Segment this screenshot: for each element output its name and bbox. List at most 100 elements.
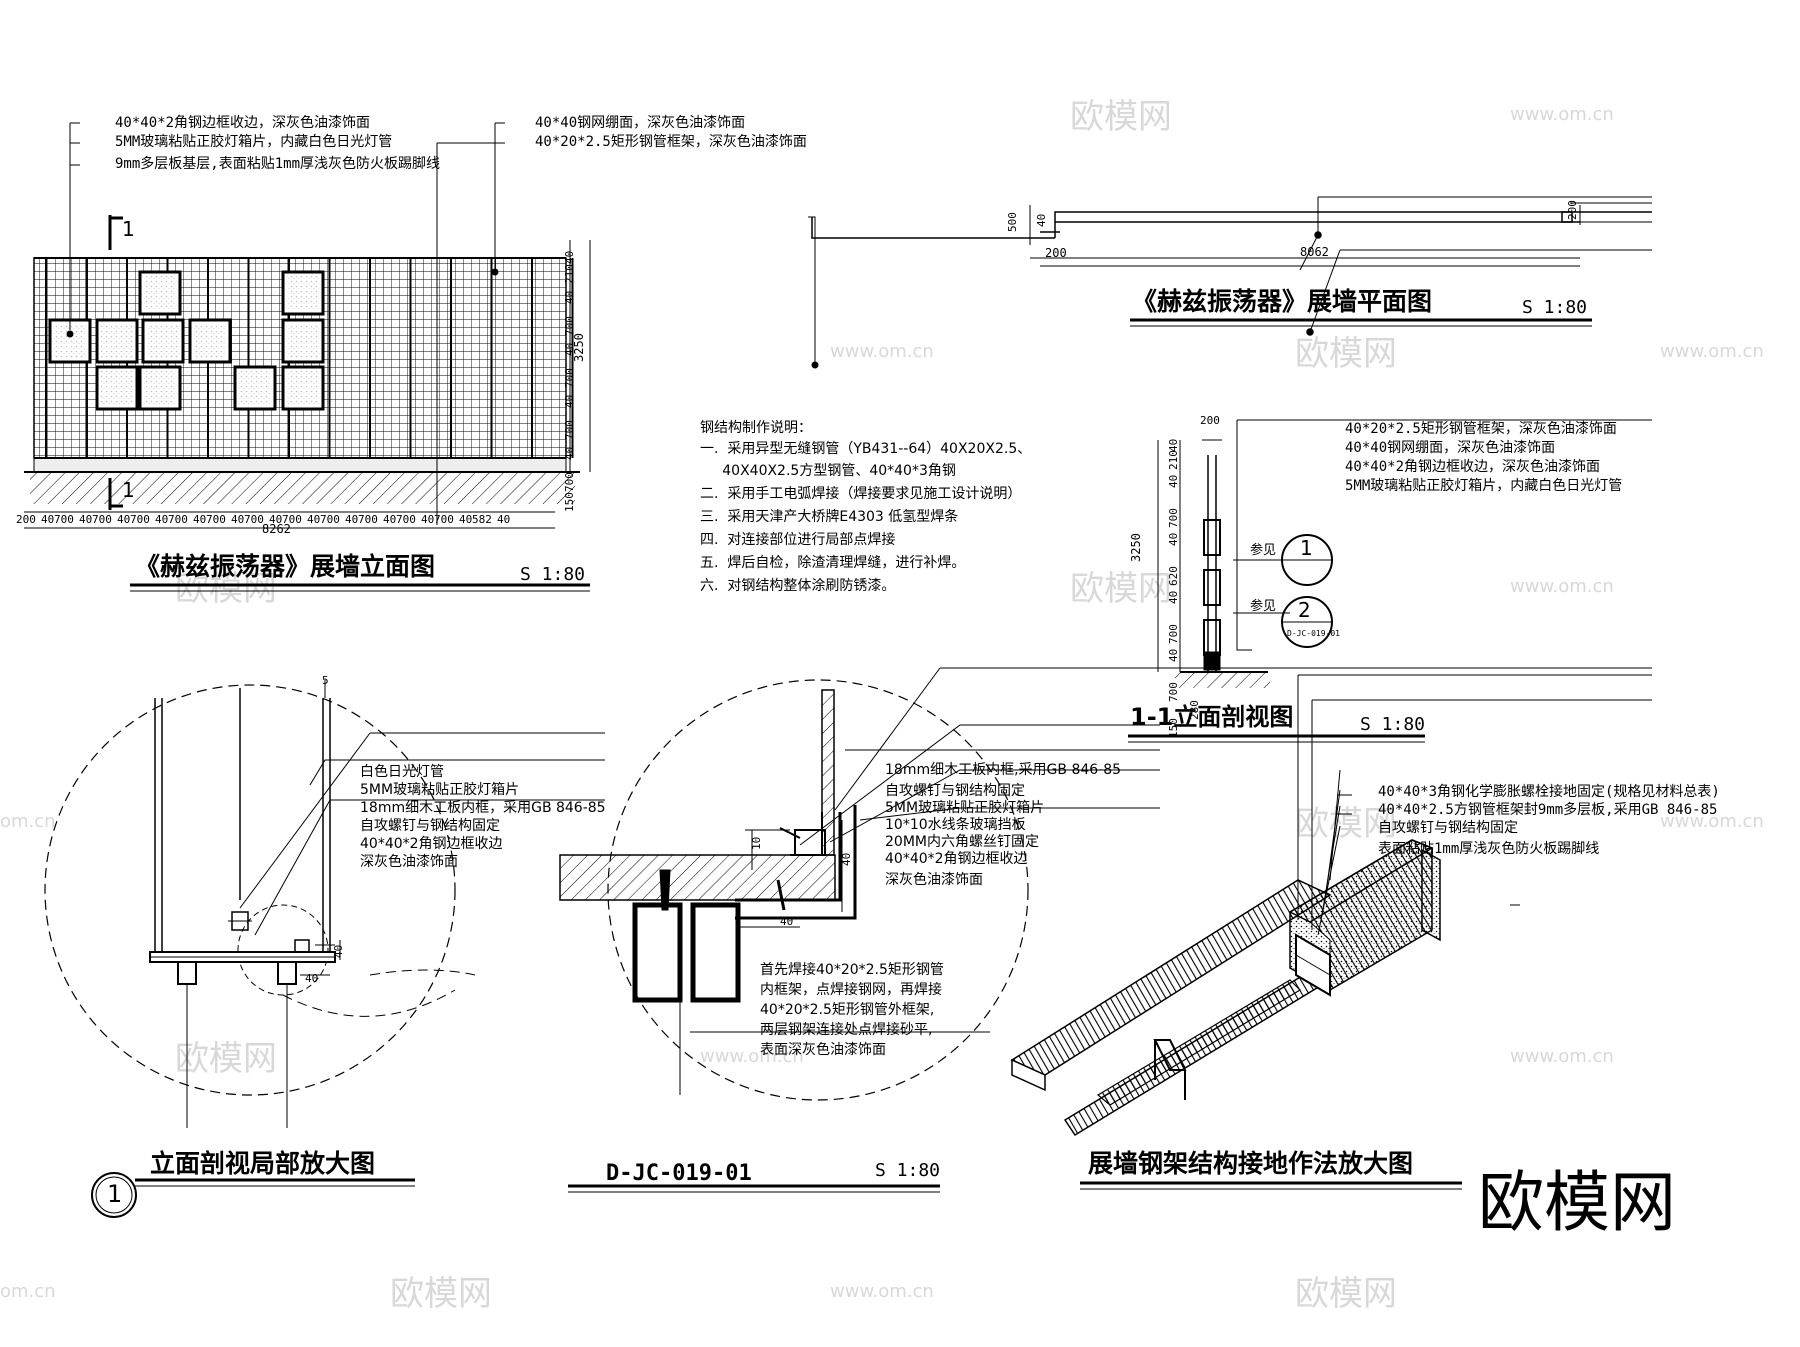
iso-title: 展墙钢架结构接地作法放大图 — [1088, 1149, 1413, 1178]
watermark-url: www.om.cn — [830, 1281, 934, 1302]
elevation-dim: 40 — [497, 513, 510, 526]
detail-note: 40*40*2角钢边框收边 — [885, 851, 1028, 867]
section-dim: 620 — [1167, 566, 1180, 586]
section-note: 40*40*2角钢边框收边，深灰色油漆饰面 — [1345, 458, 1600, 475]
elevation-dim: 700 — [434, 513, 454, 526]
elevation-note: 5MM玻璃粘贴正胶灯箱片，内藏白色日光灯管 — [115, 133, 392, 150]
detail-note: 深灰色油漆饰面 — [360, 853, 458, 870]
lightbox-fill — [287, 324, 319, 358]
detail-note: 内框架，点焊接钢网，再焊接 — [760, 981, 942, 998]
plan-labels: 500 40 200 8062 200 《赫兹振荡器》展墙平面图 S 1:80 — [1006, 200, 1587, 318]
elevation-dim: 40 — [563, 395, 576, 408]
lightbox-fill — [194, 324, 226, 358]
section-note: 40*40钢网绷面，深灰色油漆饰面 — [1345, 439, 1555, 456]
elevation-dim: 700 — [244, 513, 264, 526]
steel-note-line: 五. 焊后自检，除渣清理焊缝，进行补焊。 — [700, 555, 965, 571]
watermark-url: www.om.cn — [1510, 1046, 1614, 1067]
elevation-dim: 40 — [421, 513, 434, 526]
section-title: 1-1立面剖视图 — [1130, 703, 1293, 731]
lightbox-fill — [101, 371, 133, 405]
watermark-brand: 欧模网 — [1295, 1274, 1397, 1314]
detail-scale: S 1:80 — [875, 1160, 940, 1181]
detail-labels: 白色日光灯管 5MM玻璃粘贴正胶灯箱片 18mm细木工板内框，采用GB 846-… — [107, 674, 1121, 1208]
elevation-dim: 700 — [54, 513, 74, 526]
elevation-dim: 700 — [320, 513, 340, 526]
iso-labels: 40*40*3角钢化学膨胀螺栓接地固定(规格见材料总表) 40*40*2.5方钢… — [1088, 783, 1720, 1178]
iso-leaders — [1337, 794, 1352, 815]
lightbox-fill — [144, 371, 176, 405]
elevation-dim: 40 — [193, 513, 206, 526]
plan-title-underline — [1130, 318, 1592, 327]
lightbox-fill — [287, 276, 319, 310]
detail-note: 5MM玻璃粘贴正胶灯箱片 — [360, 781, 519, 798]
watermark-url: www.om.cn — [700, 1046, 804, 1067]
elevation-note: 9mm多层板基层,表面粘贴1mm厚浅灰色防火板踢脚线 — [115, 155, 440, 172]
steel-note-line: 二. 采用手工电弧焊接（焊接要求见施工设计说明） — [700, 485, 1021, 502]
detail-note: 自攻螺钉与钢结构固定 — [360, 818, 500, 834]
elevation-dim: 700 — [563, 420, 576, 440]
section-note: 5MM玻璃粘贴正胶灯箱片，内藏白色日光灯管 — [1345, 477, 1622, 494]
elevation-dim: 40 — [345, 513, 358, 526]
section-dim: 40 — [1167, 439, 1180, 452]
iso-note: 40*40*2.5方钢管框架封9mm多层板,采用GB 846-85 — [1378, 801, 1717, 818]
lightbox-fill — [101, 324, 133, 358]
elevation-dim: 700 — [282, 513, 302, 526]
elevation-note-right: 40*40钢网绷面，深灰色油漆饰面 — [535, 114, 745, 131]
watermark-url: www.om.cn — [1510, 104, 1614, 125]
elevation-title: 《赫兹振荡器》展墙立面图 — [135, 552, 435, 581]
section-dim: 40 — [1167, 475, 1180, 488]
elevation-dim: 150 — [563, 492, 576, 512]
detail-note: 深灰色油漆饰面 — [885, 871, 983, 888]
leader-lines — [808, 216, 819, 369]
detail-note: 首先焊接40*20*2.5矩形钢管 — [760, 961, 944, 978]
lightbox-fill — [144, 276, 176, 310]
plan-dim: 200 — [1045, 246, 1067, 260]
detail-dim: 40 — [332, 945, 345, 958]
watermark-url: www.om.cn — [830, 341, 934, 362]
section-ref-label: 参见 — [1250, 542, 1276, 558]
section-dim: 700 — [1167, 624, 1180, 644]
elevation-dim: 40 — [117, 513, 130, 526]
detail-note: 5MM玻璃粘贴正胶灯箱片 — [885, 799, 1044, 816]
steel-note-line: 六. 对钢结构整体涂刷防锈漆。 — [700, 578, 895, 594]
detail-note: 10*10水线条玻璃挡板 — [885, 816, 1026, 833]
elevation-dim: 700 — [130, 513, 150, 526]
section-height-dim: 3250 — [1129, 533, 1143, 562]
elevation-dim: 40 — [231, 513, 244, 526]
plan-dim: 200 — [1566, 200, 1579, 220]
elevation-dim: 700 — [563, 368, 576, 388]
section-dim: 150 — [1167, 718, 1180, 738]
section-drawing — [1157, 419, 1652, 688]
elevation-dim: 40 — [41, 513, 54, 526]
steel-note-line: 四. 对连接部位进行局部点焊接 — [700, 531, 895, 548]
watermark-url: www.om.cn — [1510, 576, 1614, 597]
section-mark: 1 — [122, 217, 135, 241]
elevation-dim: 700 — [206, 513, 226, 526]
section-dim: 40 — [1167, 649, 1180, 662]
section-labels: 40*20*2.5矩形钢管框架，深灰色油漆饰面 40*40钢网绷面，深灰色油漆饰… — [1129, 420, 1622, 735]
elevation-scale: S 1:80 — [520, 564, 585, 585]
steel-note-line: 40X40X2.5方型钢管、40*40*3角钢 — [700, 463, 956, 479]
elevation-dim: 582 — [472, 513, 492, 526]
detail-leaders — [239, 667, 1652, 1033]
elevation-dim: 40 — [563, 343, 576, 356]
steel-note-line: 一. 采用异型无缝钢管（YB431--64）40X20X2.5、 — [700, 441, 1031, 457]
elevation-dim: 40 — [563, 447, 576, 460]
detail-dim: 5 — [322, 674, 329, 687]
section-dim: 40 — [1167, 591, 1180, 604]
iso-note: 表面粘贴1mm厚浅灰色防火板踢脚线 — [1378, 840, 1599, 857]
section-title-underline — [1128, 734, 1425, 743]
iso-note: 40*40*3角钢化学膨胀螺栓接地固定(规格见材料总表) — [1378, 783, 1720, 800]
watermark-url: www.om.cn — [1660, 811, 1764, 832]
elevation-dim: 210 — [563, 264, 576, 284]
elevation-title-underline — [130, 583, 590, 592]
iso-title-underline — [1080, 1181, 1462, 1190]
detail-note: 18mm细木工板内框，采用GB 846-85 — [360, 800, 606, 816]
section-ref-number: 2 — [1298, 598, 1311, 622]
watermark-url-short: om.cn — [0, 811, 56, 832]
detail-title: 立面剖视局部放大图 — [150, 1149, 375, 1178]
watermark-url-short: om.cn — [0, 1281, 56, 1302]
elevation-dim: 40 — [307, 513, 320, 526]
iso-drawing — [1010, 674, 1652, 1137]
